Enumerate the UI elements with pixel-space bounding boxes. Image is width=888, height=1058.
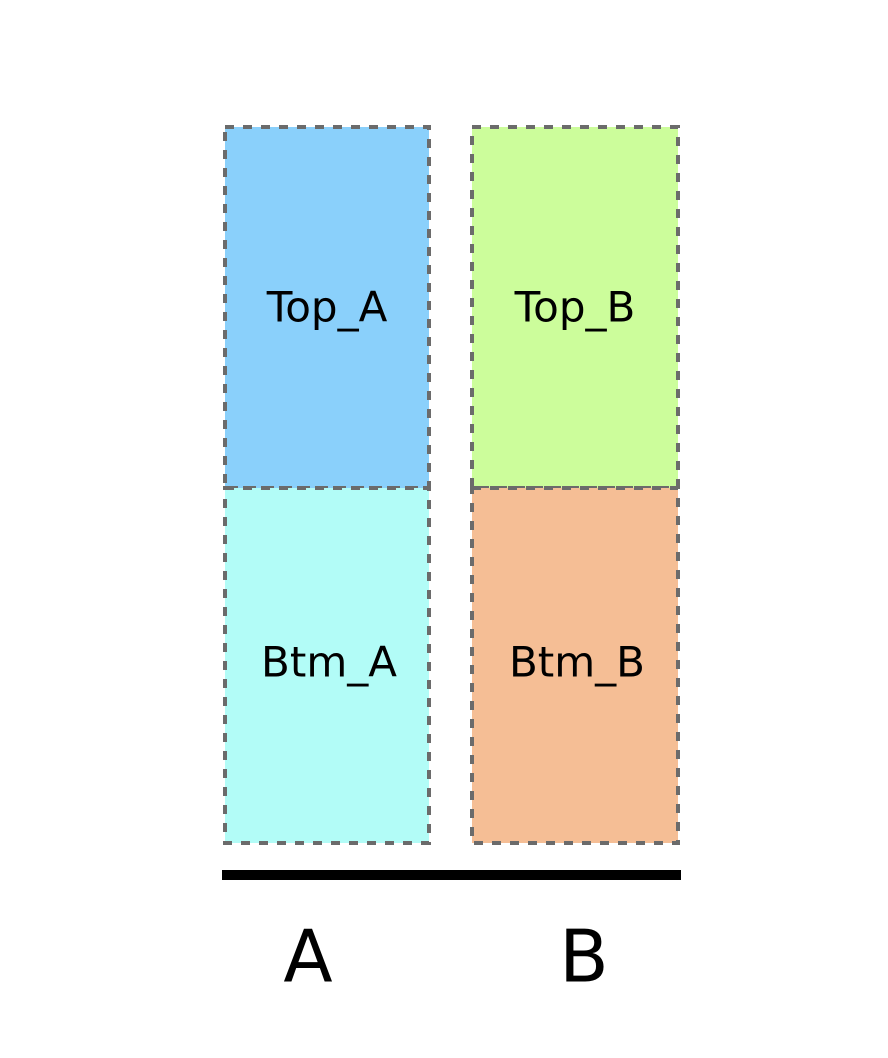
block-top-a — [223, 125, 431, 490]
column-b-label: B — [559, 915, 608, 999]
block-btm-a — [223, 486, 431, 845]
block-btm-b — [470, 486, 680, 845]
column-a-label: A — [283, 915, 332, 999]
block-btm-a-label: Btm_A — [261, 638, 397, 687]
block-top-a-label: Top_A — [266, 283, 388, 332]
column-a: Top_A Btm_A — [223, 125, 431, 845]
block-top-b-label: Top_B — [514, 283, 636, 332]
block-btm-b-label: Btm_B — [509, 638, 645, 687]
block-top-b — [470, 125, 680, 490]
column-b: Top_B Btm_B — [470, 125, 680, 845]
